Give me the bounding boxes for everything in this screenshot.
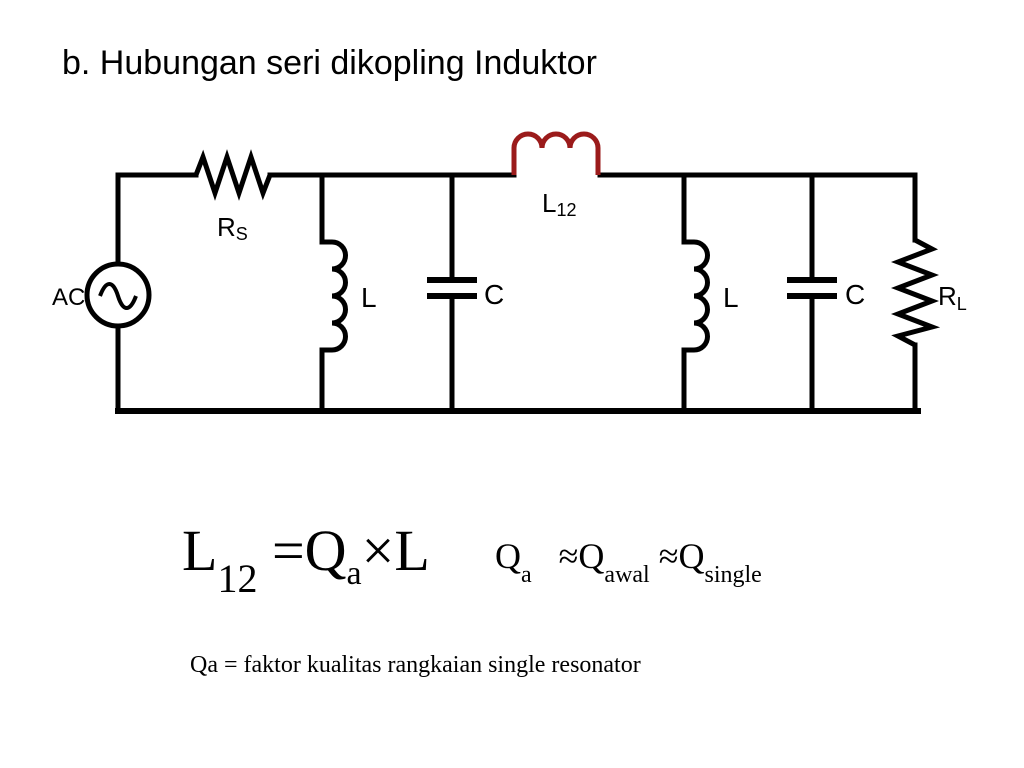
equation-l12: L12 =Qa×L — [182, 518, 430, 601]
qa-definition-note: Qa = faktor kualitas rangkaian single re… — [190, 652, 641, 678]
capacitor-1-symbol — [427, 277, 477, 299]
inductor-2-symbol — [684, 239, 710, 353]
rl-label: RL — [938, 281, 967, 314]
inductor-2-label: L — [723, 282, 739, 313]
ac-source-symbol — [84, 261, 152, 329]
inductor-1-symbol — [322, 239, 348, 353]
slide-title: b. Hubungan seri dikopling Induktor — [62, 44, 597, 82]
l12-inductor-symbol — [511, 131, 601, 175]
rs-resistor-symbol — [193, 149, 273, 201]
rl-resistor-symbol — [890, 237, 941, 348]
l12-label: L12 — [542, 188, 577, 220]
equation-q-approx: Qa ≈Qawal ≈Qsingle — [495, 536, 762, 588]
capacitor-1-label: C — [484, 279, 504, 310]
capacitor-2-symbol — [787, 277, 837, 299]
rs-label: RS — [217, 212, 248, 244]
capacitor-2-label: C — [845, 279, 865, 310]
inductor-1-label: L — [361, 282, 377, 313]
source-label: AC — [52, 284, 85, 311]
